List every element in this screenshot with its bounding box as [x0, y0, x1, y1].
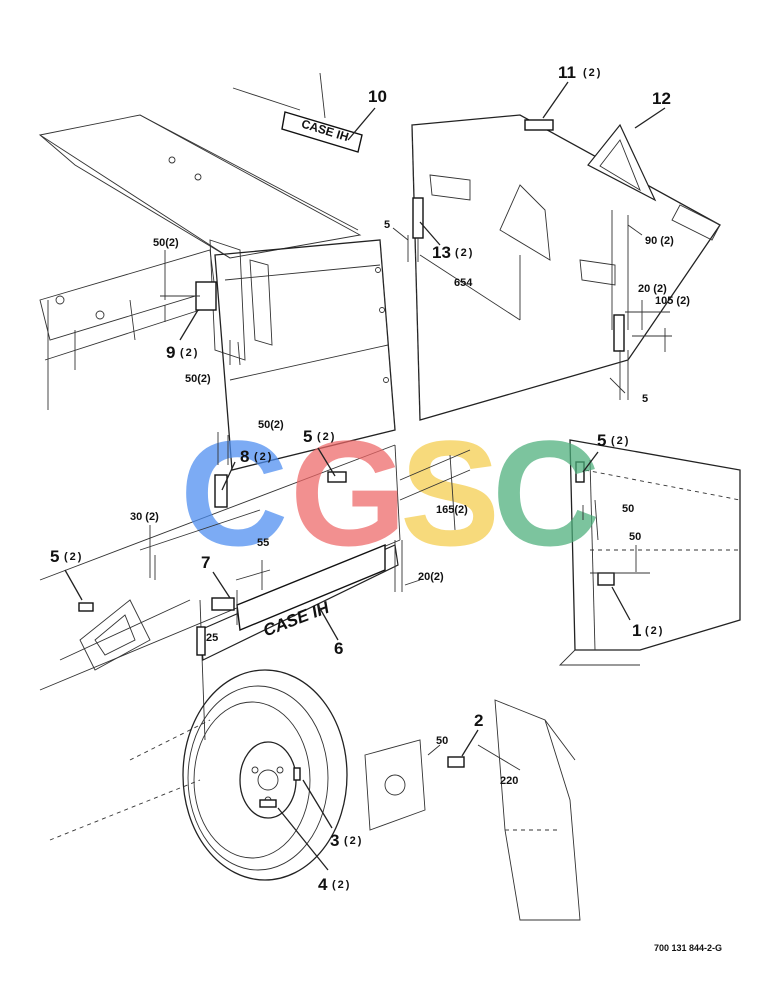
callout-5-right: 5 [597, 431, 606, 450]
dim-90: 90 (2) [645, 235, 674, 247]
dim-50-right-b: 50 [629, 531, 641, 543]
callout-5-right-qty: (2) [611, 435, 630, 447]
dim-25: 25 [206, 632, 218, 644]
watermark-letter-c2: C [492, 409, 600, 577]
callout-5-center-qty: (2) [317, 431, 336, 443]
dim-50-a: 50(2) [153, 237, 179, 249]
callout-3: 3 [330, 831, 339, 850]
callout-10: 10 [368, 87, 387, 106]
watermark-letter-s: S [400, 409, 500, 577]
drawing-number: 700 131 844-2-G [654, 943, 722, 953]
callout-9: 9 [166, 343, 175, 362]
dim-5-right: 5 [642, 393, 648, 405]
watermark: C G S C [180, 409, 600, 577]
callout-8: 8 [240, 447, 249, 466]
dim-20: 20 (2) [638, 283, 667, 295]
callout-6: 6 [334, 639, 343, 658]
callout-5-left: 5 [50, 547, 59, 566]
callout-12: 12 [652, 89, 671, 108]
callout-9-qty: (2) [180, 347, 199, 359]
callout-7: 7 [201, 553, 210, 572]
dimension-labels: 5 654 90 (2) 20 (2) 105 (2) 5 50(2) 50(2… [130, 219, 690, 787]
dim-50-b: 50(2) [185, 373, 211, 385]
dim-220: 220 [500, 775, 518, 787]
callout-5-center: 5 [303, 427, 312, 446]
dim-654: 654 [454, 277, 473, 289]
dim-20-2: 20(2) [418, 571, 444, 583]
dim-50-right-a: 50 [622, 503, 634, 515]
wheel-tire [182, 669, 348, 881]
dim-50-c: 50(2) [258, 419, 284, 431]
callout-4-qty: (2) [332, 879, 351, 891]
dim-50-hitch: 50 [436, 735, 448, 747]
callout-13-qty: (2) [455, 247, 474, 259]
callout-1: 1 [632, 621, 641, 640]
dim-105: 105 (2) [655, 295, 690, 307]
dim-165: 165(2) [436, 504, 468, 516]
callout-1-qty: (2) [645, 625, 664, 637]
callout-4: 4 [318, 875, 328, 894]
dim-5-top: 5 [384, 219, 390, 231]
callout-labels: 10 11 (2) 12 13 (2) 9 (2) 8 (2) 5 (2) 5 … [50, 63, 671, 894]
callout-13: 13 [432, 243, 451, 262]
callout-11: 11 [558, 63, 576, 82]
watermark-letter-c1: C [180, 409, 288, 577]
callout-5-left-qty: (2) [64, 551, 83, 563]
callout-3-qty: (2) [344, 835, 363, 847]
dim-55: 55 [257, 537, 269, 549]
watermark-letter-g: G [290, 409, 407, 577]
callout-8-qty: (2) [254, 451, 273, 463]
callout-11-qty: (2) [583, 67, 602, 79]
dim-30: 30 (2) [130, 511, 159, 523]
leader-lines [64, 72, 672, 871]
callout-2: 2 [474, 711, 483, 730]
